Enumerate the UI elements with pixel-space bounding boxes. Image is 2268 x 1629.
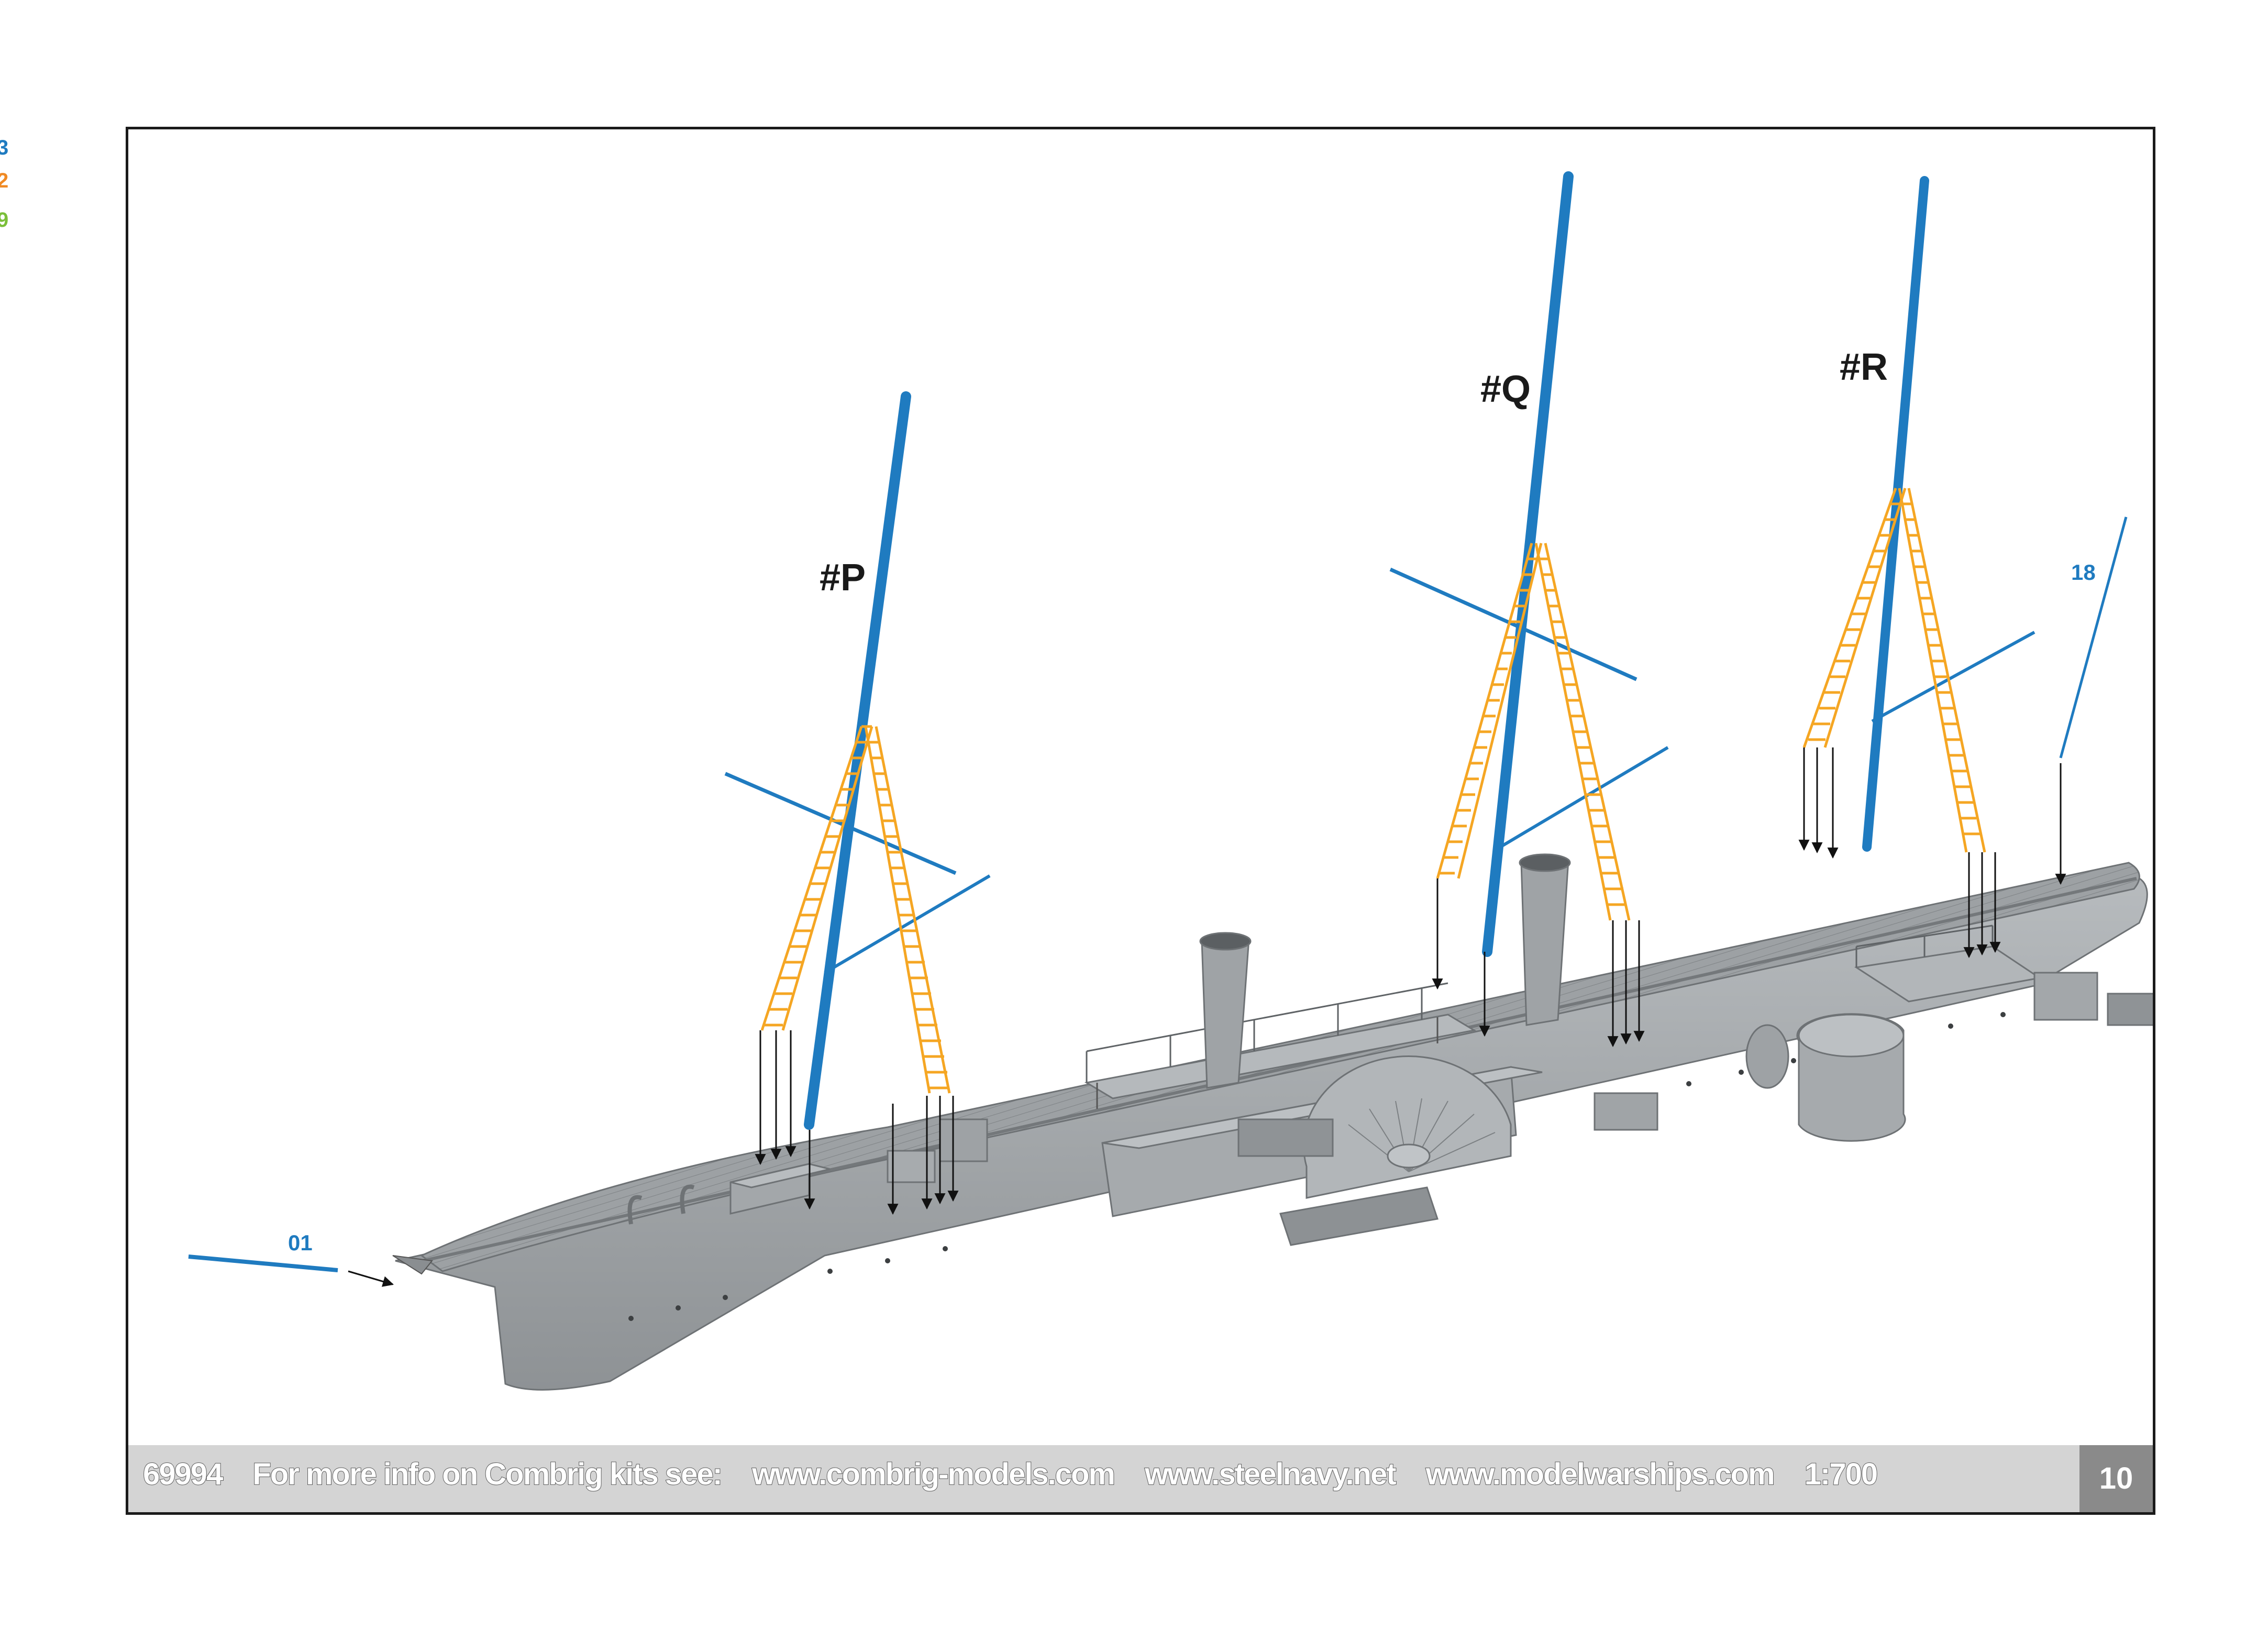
scale-label: 1:700	[1804, 1457, 1878, 1492]
instruction-page-frame: #P #Q #R 01 18 69994 For more info on Co…	[126, 127, 2155, 1515]
ratline-p-forward	[760, 725, 873, 1031]
mast-p-assembly	[724, 391, 991, 1130]
footer-text: 69994 For more info on Combrig kits see:…	[142, 1457, 1900, 1492]
part-18-label: 18	[2071, 560, 2096, 585]
color-code-orange: 2	[0, 169, 9, 192]
page-number-badge: 10	[2079, 1445, 2153, 1512]
ratline-r-forward	[1802, 488, 1907, 748]
ratlines	[760, 488, 1986, 1094]
mast-p	[804, 391, 911, 1130]
yard-q-lower	[1499, 746, 1669, 849]
part-01-line	[188, 1254, 338, 1272]
color-code-green: 9	[0, 208, 9, 232]
yard-p-lower	[824, 874, 991, 974]
mast-q-assembly	[1389, 171, 1669, 957]
mast-q-label: #Q	[1480, 368, 1531, 410]
page-footer: 69994 For more info on Combrig kits see:…	[128, 1445, 2153, 1512]
ratline-q-aft	[1534, 543, 1631, 921]
mast-p-label: #P	[820, 557, 866, 599]
footer-link-combrig[interactable]: www.combrig-models.com	[751, 1457, 1116, 1492]
kit-number: 69994	[142, 1457, 224, 1492]
ship-superstructure	[627, 853, 2153, 1246]
part-01-label: 01	[288, 1230, 313, 1255]
part-18-line	[2059, 516, 2128, 758]
assembly-drawing: #P #Q #R 01 18	[188, 171, 2153, 1391]
ratline-p-aft	[864, 726, 951, 1094]
mast-q	[1482, 171, 1574, 957]
color-code-blue: 3	[0, 136, 9, 159]
mast-r-label: #R	[1840, 346, 1888, 388]
yard-q-upper	[1389, 567, 1638, 681]
yard-p-upper	[724, 772, 957, 875]
placement-arrows	[348, 747, 2066, 1287]
mast-r-assembly	[1862, 176, 2035, 852]
mast-r	[1862, 176, 1929, 852]
ratline-q-forward	[1436, 543, 1543, 879]
footer-link-modelwarships[interactable]: www.modelwarships.com	[1425, 1457, 1776, 1492]
footer-link-steelnavy[interactable]: www.steelnavy.net	[1144, 1457, 1397, 1492]
footer-info-text: For more info on Combrig kits see:	[252, 1457, 723, 1492]
yard-r	[1871, 631, 2035, 723]
ratline-r-aft	[1898, 488, 1986, 853]
